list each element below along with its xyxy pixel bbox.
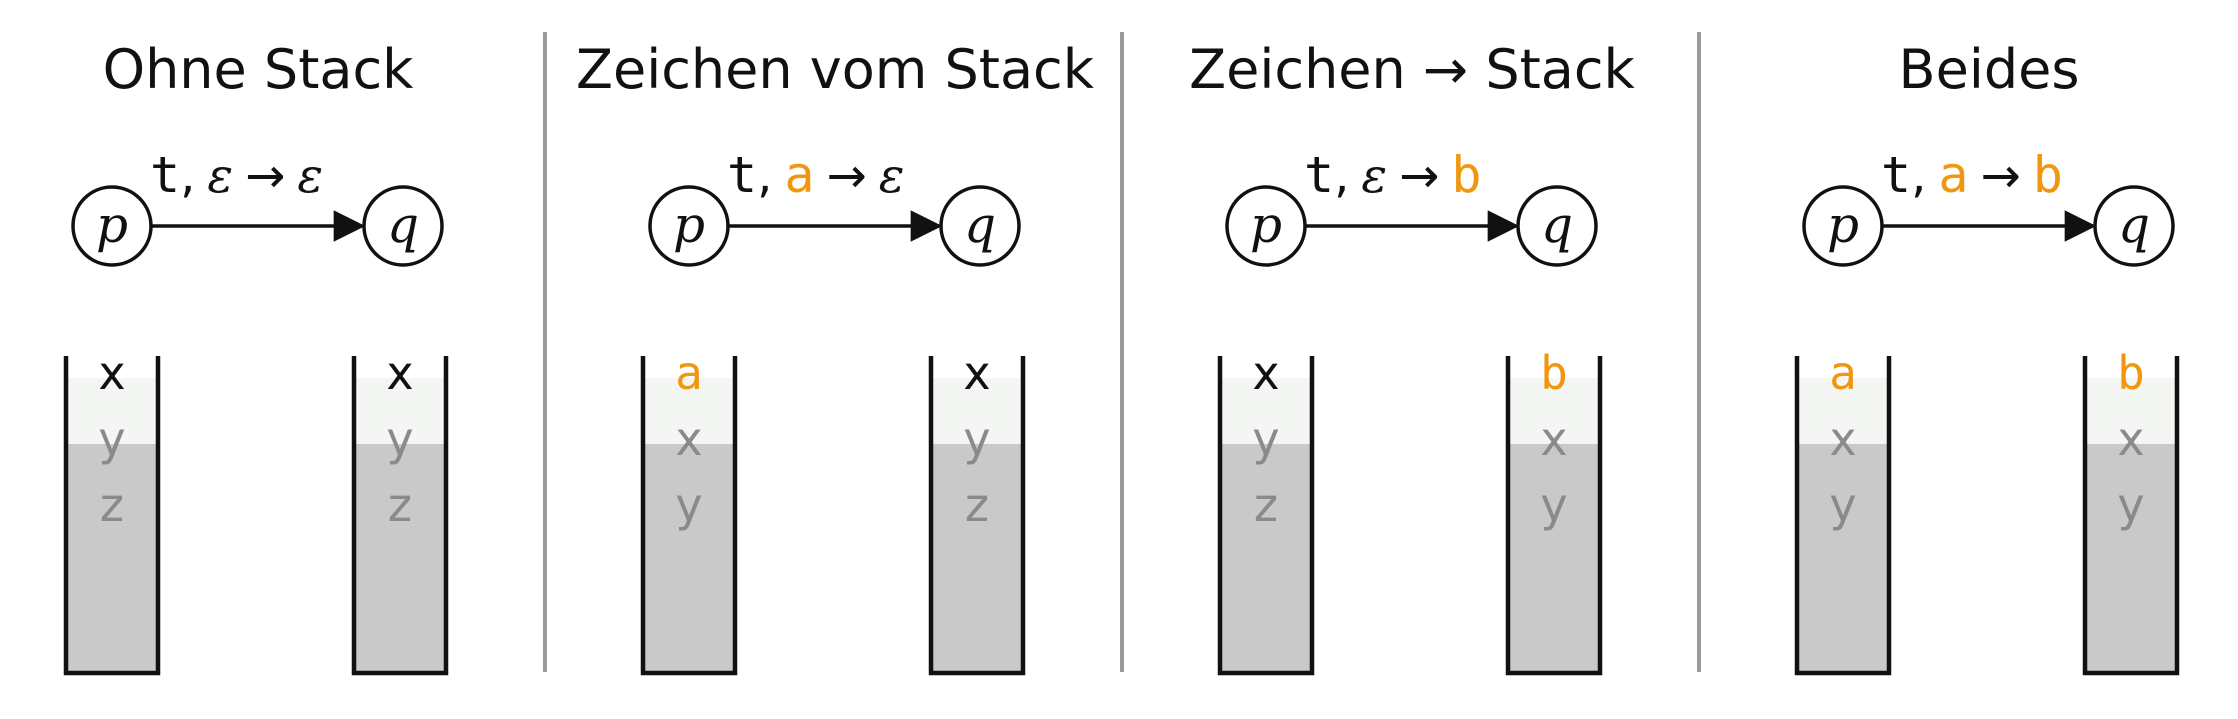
pop-symbol: ε [1361,148,1387,204]
input-symbol: t [1881,146,1911,204]
stack-cell: x [1540,412,1567,466]
stack-cell: b [1540,346,1568,400]
panel-title: Zeichen → Stack [1189,38,1635,101]
stack-light-band [66,378,158,444]
state-q-label: q [2118,196,2150,254]
stack-walls [1794,356,1892,676]
stack-before: axy [640,346,738,676]
stack-light-band [931,378,1023,444]
stack-walls [63,356,161,676]
push-symbol: ε [879,148,905,204]
stack-after: bxy [1505,346,1603,676]
state-p-label: p [96,196,128,254]
stack-cell: y [1540,478,1567,532]
panel-title: Ohne Stack [103,38,415,101]
stack-light-band [2085,378,2177,444]
stack-cell: z [100,478,124,532]
stack-cell: x [1829,412,1856,466]
stack-before: xyz [1217,346,1315,676]
stack-cell: y [2117,478,2144,532]
arrow-symbol: → [1399,148,1439,204]
stack-cell: x [963,346,990,400]
transition-label: t,ε→b [1304,146,1481,204]
pop-symbol: ε [207,148,233,204]
panel-title: Zeichen vom Stack [576,38,1095,101]
stack-cell: x [675,412,702,466]
input-symbol: t [1304,146,1334,204]
stack-cell: y [98,412,125,466]
push-symbol: b [2033,146,2063,204]
input-symbol: t [727,146,757,204]
stack-light-band [354,378,446,444]
stack-light-band [1220,378,1312,444]
stack-light-band [1797,378,1889,444]
arrow-symbol: → [1980,148,2020,204]
separator: , [1911,148,1926,204]
separator: , [1334,148,1349,204]
pop-symbol: a [784,146,814,204]
state-p-label: p [1827,196,1859,254]
stack-cell: x [1252,346,1279,400]
stack-cell: z [388,478,412,532]
arrow-symbol: → [826,148,866,204]
stack-cell: x [386,346,413,400]
transition-label: t,ε→ε [150,146,323,204]
separator: , [180,148,195,204]
stack-after: bxy [2082,346,2180,676]
stack-cell: y [1252,412,1279,466]
stack-walls [351,356,449,676]
input-symbol: t [150,146,180,204]
separator: , [757,148,772,204]
stack-cell: x [98,346,125,400]
panel-title: Beides [1899,38,2080,101]
pop-symbol: a [1938,146,1968,204]
stack-cell: y [963,412,990,466]
transition-label: t,a→b [1881,146,2063,204]
stack-light-band [1508,378,1600,444]
stack-cell: x [2117,412,2144,466]
stack-walls [928,356,1026,676]
stack-cell: z [1254,478,1278,532]
stack-after: xyz [928,346,1026,676]
stack-after: xyz [351,346,449,676]
state-q-label: q [1541,196,1573,254]
stack-before: xyz [63,346,161,676]
stack-walls [640,356,738,676]
stack-cell: y [1829,478,1856,532]
state-p-label: p [673,196,705,254]
stack-cell: z [965,478,989,532]
state-p-label: p [1250,196,1282,254]
arrow-symbol: → [245,148,285,204]
stack-cell: y [386,412,413,466]
stack-cell: y [675,478,702,532]
stack-cell: a [1829,346,1857,400]
transition-label: t,a→ε [727,146,904,204]
stack-light-band [643,378,735,444]
push-symbol: b [1451,146,1481,204]
stack-cell: a [675,346,703,400]
stack-walls [1505,356,1603,676]
stack-cell: b [2117,346,2145,400]
stack-walls [1217,356,1315,676]
push-symbol: ε [297,148,323,204]
stack-before: axy [1794,346,1892,676]
state-q-label: q [964,196,996,254]
state-q-label: q [387,196,419,254]
stack-walls [2082,356,2180,676]
